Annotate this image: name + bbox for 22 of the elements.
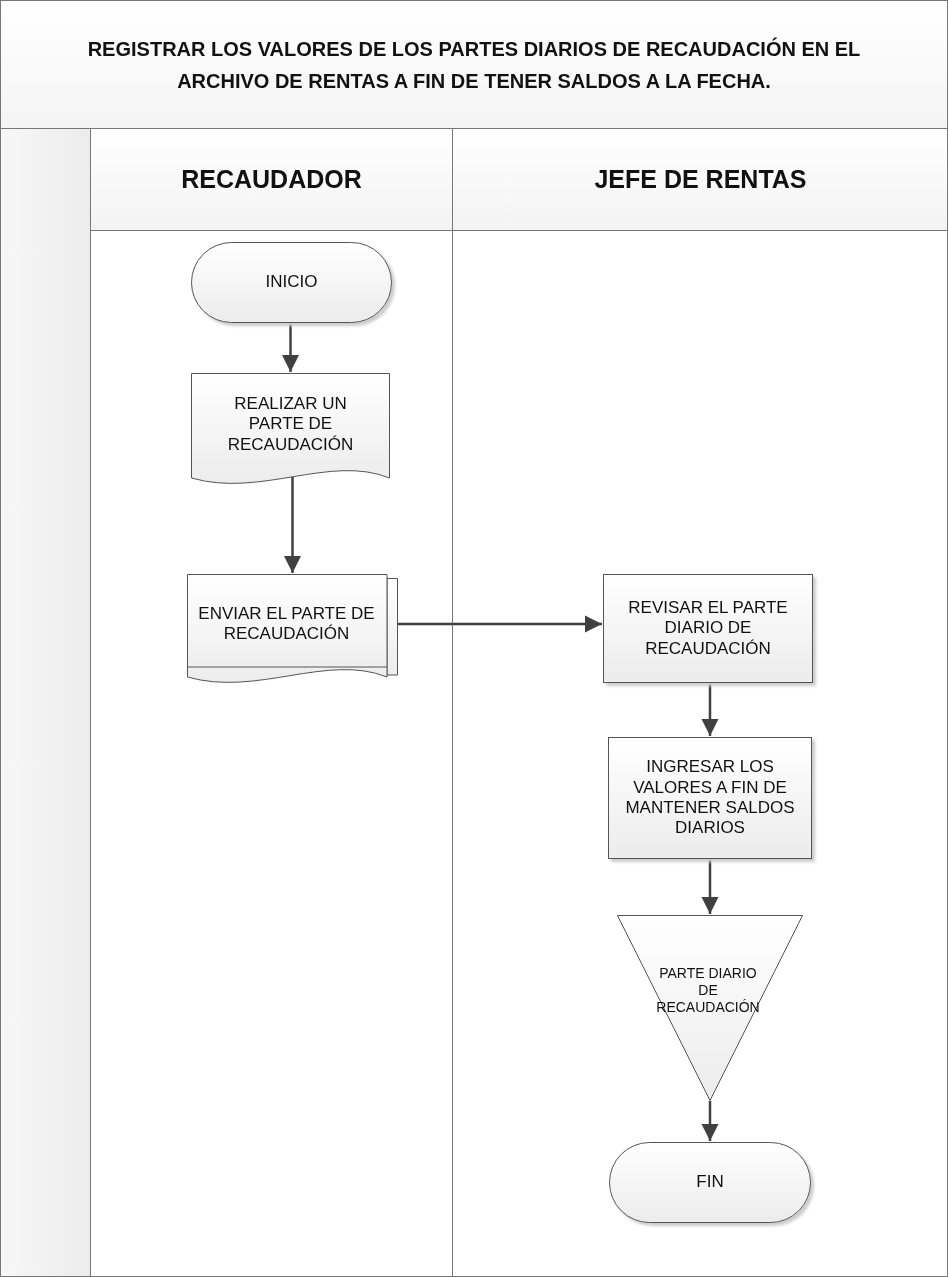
arrow — [283, 477, 302, 573]
lane-title: RECAUDADOR — [181, 165, 362, 194]
lane-title: JEFE DE RENTAS — [594, 165, 807, 194]
node-text: REALIZAR UN PARTE DE RECAUDACIÓN — [226, 393, 355, 456]
merge-triangle — [617, 915, 803, 1101]
title: REGISTRAR LOS VALORES DE LOS PARTES DIARIOS DE RECAUDACIÓN EN EL ARCHIVO DE RENTAS A FIN DE TENER SALDOS A LA FECHA. — [86, 36, 862, 94]
process-box — [608, 737, 812, 859]
node-text: INGRESAR LOS VALORES A FIN DE MANTENER SALDOS DIARIOS — [624, 757, 796, 839]
swimlane — [91, 129, 453, 1276]
side-band — [1, 129, 91, 1276]
process-box — [603, 574, 813, 683]
arrow — [701, 683, 719, 736]
node-text: INICIO — [264, 272, 319, 293]
arrow — [281, 323, 300, 372]
node-text: REVISAR EL PARTE DIARIO DE RECAUDACIÓN — [627, 597, 789, 660]
node-text: FIN — [695, 1172, 725, 1193]
terminal-shape — [609, 1142, 811, 1223]
terminal-shape — [191, 242, 392, 323]
arrow — [701, 859, 719, 914]
arrow — [701, 1101, 719, 1141]
node-text: ENVIAR EL PARTE DE RECAUDACIÓN — [197, 603, 376, 645]
node-text: PARTE DIARIO DE RECAUDACIÓN — [655, 964, 761, 1016]
